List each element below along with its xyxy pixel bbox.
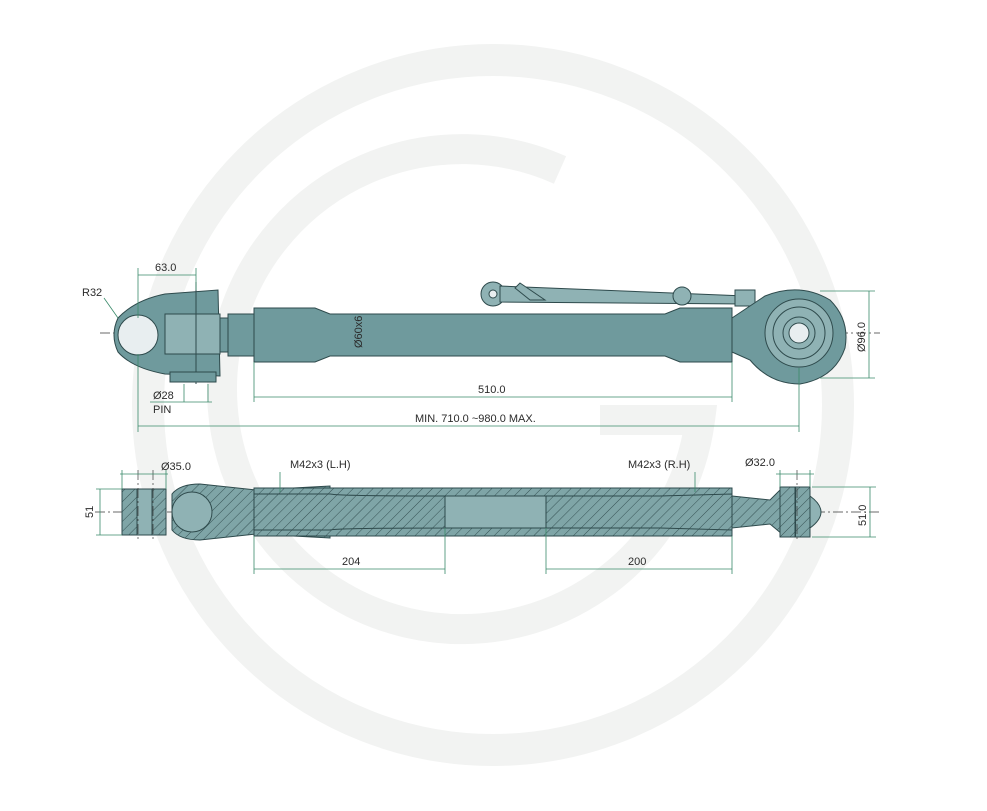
dim-tube-diameter: Ø60x6 [353, 316, 365, 348]
left-shank-eye [171, 491, 213, 533]
dim-left-thread: M42x3 (L.H) [279, 459, 351, 492]
ball-bore [788, 322, 810, 344]
left-threaded-rod [253, 493, 446, 531]
overall-length-label: MIN. 710.0 ~980.0 MAX. [415, 413, 536, 425]
clevis-slot [164, 313, 221, 355]
left-thread-length-label: 204 [342, 556, 360, 568]
right-bore-label: Ø32.0 [745, 457, 775, 469]
right-thread-label: M42x3 (R.H) [628, 459, 690, 471]
clevis-pin-head [169, 371, 217, 383]
dim-ball-diameter: Ø96.0 [820, 290, 875, 379]
adjuster-lever [480, 281, 756, 307]
dim-clevis-radius: R32 [82, 287, 119, 319]
dim-left-bore: Ø35.0 [120, 461, 191, 489]
right-thread-length-label: 200 [628, 556, 646, 568]
main-tube [253, 307, 733, 363]
right-neck-section [731, 488, 783, 536]
pin-label: PIN [153, 404, 171, 416]
tube-diameter-label: Ø60x6 [353, 316, 365, 348]
ball-diameter-label: Ø96.0 [856, 322, 868, 352]
watermark-logo [132, 44, 854, 766]
dim-left-thread-length: 204 [253, 528, 446, 574]
dim-pin: Ø28 PIN [150, 384, 212, 416]
clevis-radius-label: R32 [82, 287, 102, 299]
dim-tube-length: 510.0 [253, 362, 733, 402]
pin-diameter-label: Ø28 [153, 390, 174, 402]
dim-right-height: 51.0 [812, 486, 876, 538]
dim-right-thread: M42x3 (R.H) [628, 459, 696, 492]
tube-length-label: 510.0 [478, 384, 506, 396]
dim-overall-length: MIN. 710.0 ~980.0 MAX. [137, 354, 800, 432]
top-view: 63.0 R32 Ø28 PIN Ø60x6 510.0 Ø96.0 [82, 262, 880, 432]
right-height-label: 51.0 [857, 505, 869, 526]
left-thread-label: M42x3 (L.H) [290, 459, 351, 471]
left-height-label: 51 [84, 506, 96, 518]
clevis-width-label: 63.0 [155, 262, 176, 274]
dim-right-bore: Ø32.0 [745, 457, 814, 487]
left-bore-label: Ø35.0 [161, 461, 191, 473]
section-view: Ø35.0 51 M42x3 (L.H) M42x3 (R.H) Ø32.0 [84, 457, 880, 574]
right-threaded-rod [545, 493, 733, 531]
ball-section [809, 495, 822, 529]
dim-right-thread-length: 200 [545, 528, 733, 574]
clevis-eye-hole [117, 314, 159, 356]
dim-clevis-width: 63.0 [137, 262, 197, 318]
dim-left-height: 51 [84, 488, 122, 536]
